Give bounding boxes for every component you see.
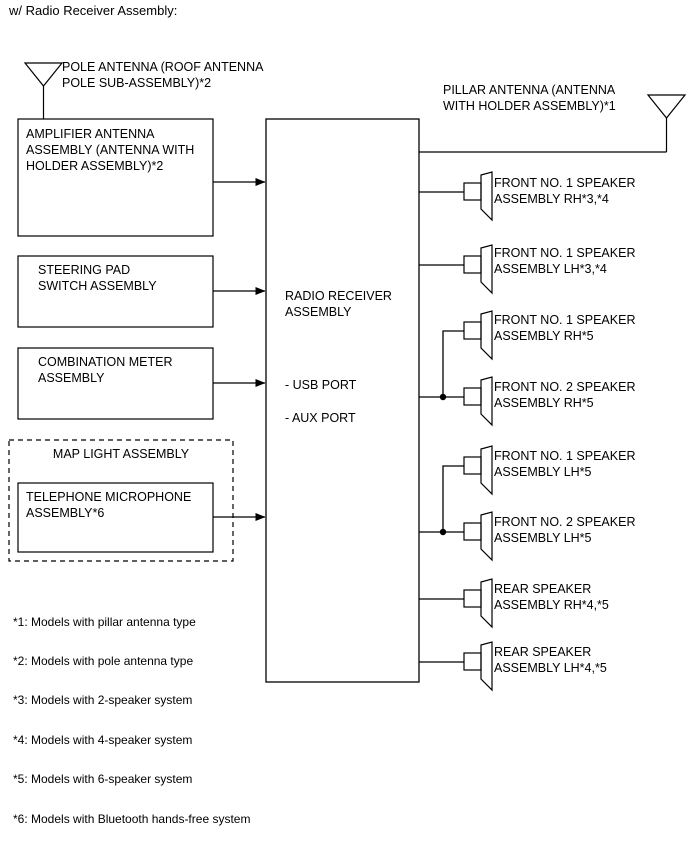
speaker-icon-front-no1-rh-5 <box>463 310 493 361</box>
pole-antenna-label: POLE ANTENNA (ROOF ANTENNA POLE SUB-ASSE… <box>62 60 264 90</box>
speaker-label-rear-lh-45: REAR SPEAKER ASSEMBLY LH*4,*5 <box>494 645 607 675</box>
map-light-dashed-box <box>8 439 234 562</box>
steering-pad-label: STEERING PAD SWITCH ASSEMBLY <box>38 263 157 293</box>
footnote-3: *3: Models with 2-speaker system <box>13 693 193 707</box>
radio-usb-port-label: - USB PORT <box>285 378 357 392</box>
page-title: w/ Radio Receiver Assembly: <box>9 3 178 18</box>
pillar-antenna-label: PILLAR ANTENNA (ANTENNA WITH HOLDER ASSE… <box>443 83 616 113</box>
speaker-icon-rear-rh-45 <box>463 578 493 629</box>
footnote-4: *4: Models with 4-speaker system <box>13 733 193 747</box>
speaker-label-front-no1-rh-34: FRONT NO. 1 SPEAKER ASSEMBLY RH*3,*4 <box>494 176 636 206</box>
speaker-label-front-no1-rh-5: FRONT NO. 1 SPEAKER ASSEMBLY RH*5 <box>494 313 636 343</box>
amplifier-antenna-label: AMPLIFIER ANTENNA ASSEMBLY (ANTENNA WITH… <box>26 127 195 173</box>
footnote-5: *5: Models with 6-speaker system <box>13 772 193 786</box>
speaker-icon-front-no2-rh-5 <box>463 376 493 427</box>
speaker-icon-rear-lh-45 <box>463 641 493 692</box>
junction-dot-lh <box>439 528 447 536</box>
radio-receiver-box <box>265 118 420 683</box>
speaker-label-front-no1-lh-5: FRONT NO. 1 SPEAKER ASSEMBLY LH*5 <box>494 449 636 479</box>
pole-antenna-icon <box>23 62 64 119</box>
radio-receiver-label: RADIO RECEIVER ASSEMBLY <box>285 289 392 319</box>
speaker-label-rear-rh-45: REAR SPEAKER ASSEMBLY RH*4,*5 <box>494 582 609 612</box>
radio-aux-port-label: - AUX PORT <box>285 411 356 425</box>
telephone-microphone-label: TELEPHONE MICROPHONE ASSEMBLY*6 <box>26 490 192 520</box>
map-light-label: MAP LIGHT ASSEMBLY <box>52 447 190 461</box>
speaker-icon-front-no1-rh-34 <box>463 171 493 222</box>
pillar-antenna-icon <box>646 94 687 152</box>
junction-dot-rh <box>439 393 447 401</box>
speaker-label-front-no2-rh-5: FRONT NO. 2 SPEAKER ASSEMBLY RH*5 <box>494 380 636 410</box>
amplifier-antenna-box <box>17 118 214 237</box>
combination-meter-label: COMBINATION METER ASSEMBLY <box>38 355 173 385</box>
speaker-icon-front-no1-lh-34 <box>463 244 493 295</box>
speaker-icon-front-no1-lh-5 <box>463 445 493 496</box>
speaker-label-front-no2-lh-5: FRONT NO. 2 SPEAKER ASSEMBLY LH*5 <box>494 515 636 545</box>
line-branch-to-front-no1-lh-5 <box>442 465 464 532</box>
footnote-6: *6: Models with Bluetooth hands-free sys… <box>13 812 251 826</box>
line-branch-to-front-no1-rh-5 <box>442 330 464 397</box>
speaker-icon-front-no2-lh-5 <box>463 511 493 562</box>
speaker-label-front-no1-lh-34: FRONT NO. 1 SPEAKER ASSEMBLY LH*3,*4 <box>494 246 636 276</box>
footnote-1: *1: Models with pillar antenna type <box>13 615 196 629</box>
footnote-2: *2: Models with pole antenna type <box>13 654 194 668</box>
